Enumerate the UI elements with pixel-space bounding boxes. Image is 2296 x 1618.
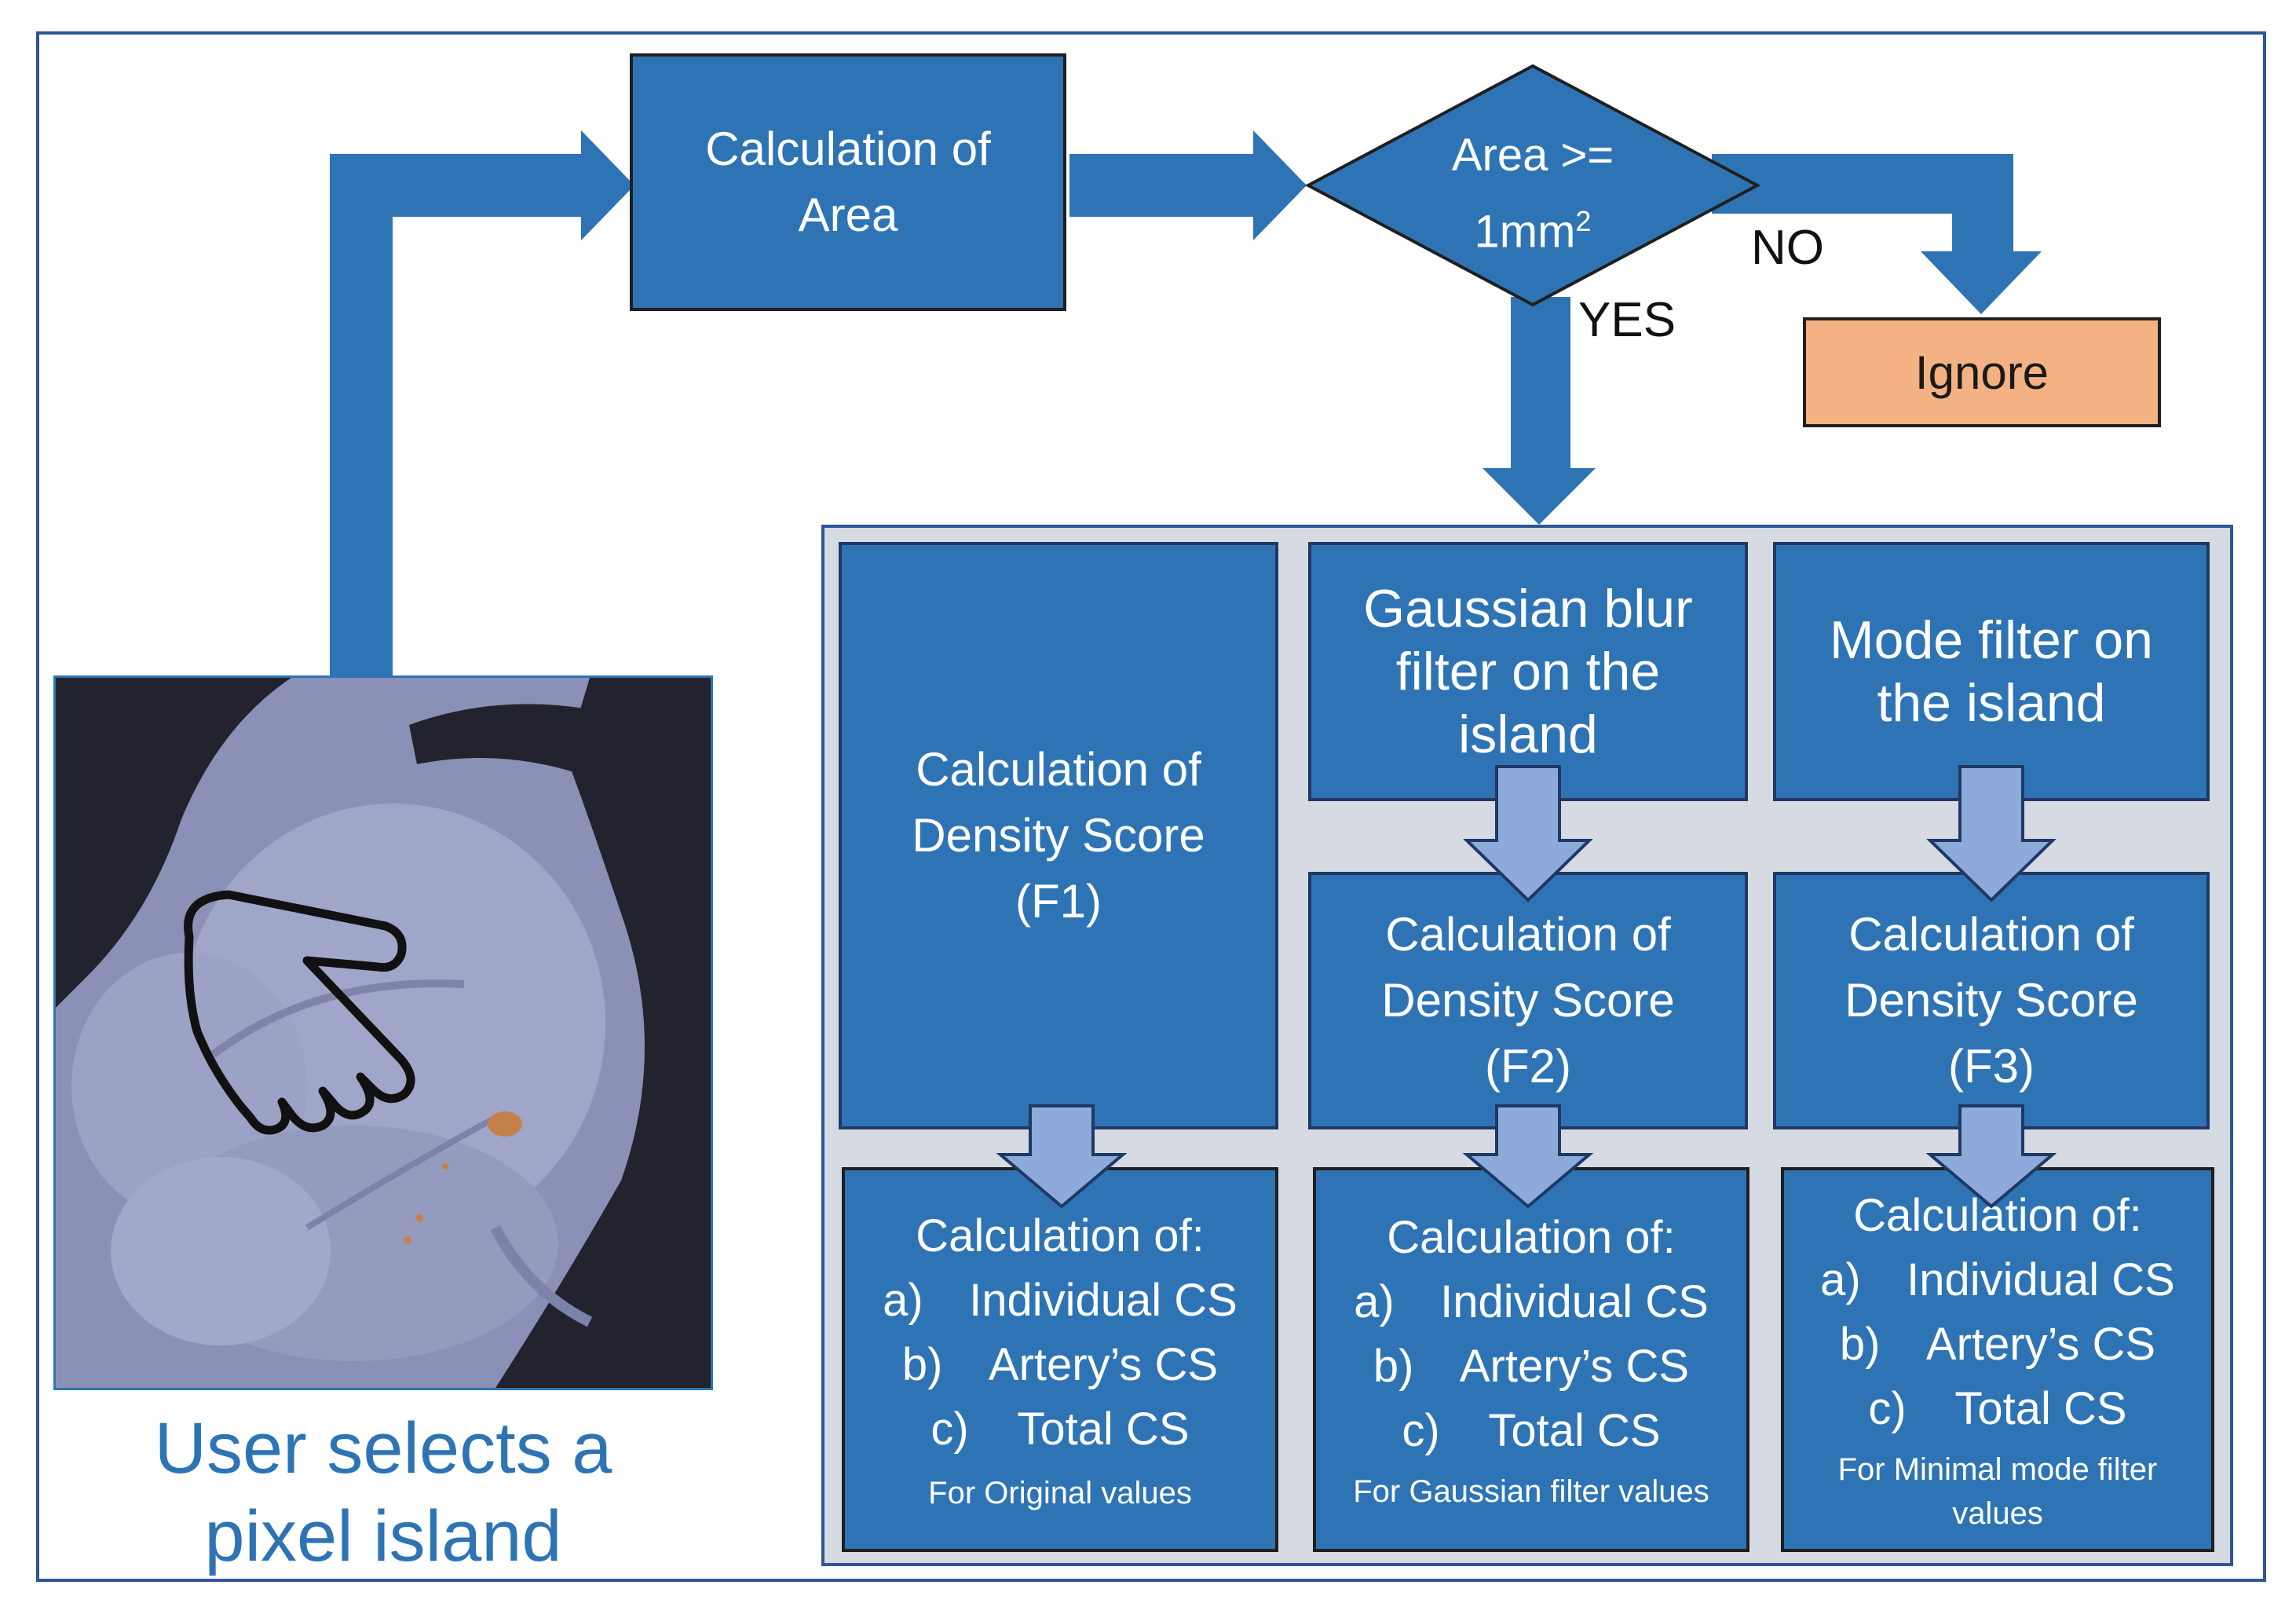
col3-filter-line-1: Mode filter on (1830, 610, 2153, 670)
arrow-up-shaft (330, 154, 393, 680)
col3-filter-line-2: the island (1877, 673, 2106, 733)
col1-cs-item-c: c) Total CS (883, 1397, 1238, 1462)
col3-cs-letter-a: a) (1820, 1254, 1861, 1305)
no-branch-head (1921, 251, 2042, 314)
col3-cs-item-c: c) Total CS (1820, 1377, 2175, 1441)
col1-cs-text-c: Total CS (1017, 1404, 1190, 1455)
col2-cs-item-a: a) Individual CS (1353, 1270, 1709, 1334)
col1-cs-title: Calculation of: (916, 1210, 1205, 1261)
caption-line-2: pixel island (204, 1496, 562, 1576)
col1-cs-text-b: Artery’s CS (988, 1339, 1219, 1390)
col3-cs-text-a: Individual CS (1907, 1254, 2175, 1305)
col2-score-line-1: Calculation of (1385, 908, 1671, 961)
col3-cs-note-line-2: values (1952, 1496, 2043, 1531)
col1-cs-text-a: Individual CS (969, 1275, 1238, 1326)
col1-cs-note: For Original values (928, 1476, 1192, 1510)
no-branch-down-shaft (1952, 154, 2013, 253)
decision-line-2: 1mm2 (1395, 189, 1671, 265)
decision-diamond (1304, 64, 1761, 307)
col1-cs-item-b: b) Artery’s CS (883, 1333, 1238, 1397)
caption: User selects a pixel island (53, 1404, 713, 1580)
col2-cs-text-b: Artery’s CS (1459, 1341, 1690, 1392)
col2-cs-item-b: b) Artery’s CS (1353, 1334, 1709, 1399)
col3-score-line-2: Density Score (1844, 974, 2138, 1027)
col3-filter-to-score-arrow (1926, 765, 2057, 902)
calc-area-line-1: Calculation of (705, 123, 991, 175)
arrow-to-area-shaft (330, 154, 589, 217)
calc-area-line-2: Area (798, 189, 898, 241)
col3-score-line-3: (F3) (1948, 1040, 2035, 1093)
col2-filter-line-1: Gaussian blur (1363, 579, 1693, 639)
outer-frame (36, 31, 2266, 1582)
col2-cs-text-c: Total CS (1488, 1405, 1661, 1456)
arrow-to-decision-head (1253, 130, 1307, 240)
col2-cs-title: Calculation of: (1387, 1212, 1676, 1263)
col3-filter-box: Mode filter on the island (1773, 542, 2210, 801)
col2-cs-box: Calculation of: a) Individual CS b) Artery… (1313, 1167, 1749, 1552)
col3-score-to-cs-arrow (1925, 1104, 2057, 1209)
col2-filter-line-2: filter on the (1395, 642, 1661, 701)
col1-cs-letter-a: a) (883, 1275, 923, 1326)
yes-branch-shaft (1511, 297, 1570, 471)
col3-score-line-1: Calculation of (1848, 908, 2134, 961)
col3-cs-box: Calculation of: a)Individual CS b)Artery… (1781, 1167, 2214, 1552)
col3-cs-text-c: Total CS (1954, 1383, 2127, 1434)
col1-cs-item-a: a) Individual CS (883, 1268, 1238, 1333)
col2-filter-to-score-arrow (1463, 765, 1593, 902)
arrow-to-area-head (581, 130, 634, 240)
col2-cs-letter-a: a) (1354, 1276, 1395, 1327)
yes-label: YES (1578, 293, 1676, 347)
yes-branch-head (1483, 468, 1596, 525)
ct-scan-graphic (56, 678, 711, 1388)
col1-score-to-cs-arrow (996, 1104, 1128, 1209)
calc-area-box: Calculation of Area (630, 53, 1066, 311)
col2-score-line-3: (F2) (1485, 1040, 1571, 1093)
caption-line-1: User selects a (154, 1408, 612, 1488)
col3-cs-letter-c: c) (1868, 1383, 1907, 1434)
col1-cs-box: Calculation of: a) Individual CS b) Artery… (842, 1167, 1278, 1552)
ct-image (53, 675, 713, 1390)
col3-cs-item-a: a) Individual CS (1820, 1248, 2175, 1312)
col1-score-box: Calculation of Density Score (F1) (839, 542, 1278, 1129)
col2-score-box: Calculation of Density Score (F2) (1308, 872, 1748, 1129)
arrow-to-decision-shaft (1069, 154, 1258, 217)
decision-text: Area >= 1mm2 (1395, 123, 1671, 265)
no-label: NO (1751, 221, 1824, 275)
col2-filter-line-3: island (1458, 705, 1598, 764)
ignore-box: Ignore (1803, 317, 2161, 427)
col2-cs-note: For Gaussian filter values (1353, 1474, 1709, 1509)
col1-cs-letter-c: c) (930, 1404, 969, 1455)
col2-cs-letter-b: b) (1373, 1341, 1414, 1392)
col3-cs-text-b: Artery’s CS (1925, 1319, 2156, 1370)
ignore-label: Ignore (1914, 346, 2049, 399)
col3-cs-letter-b: b) (1839, 1319, 1881, 1370)
col2-score-to-cs-arrow (1462, 1104, 1594, 1209)
col2-cs-text-a: Individual CS (1440, 1276, 1709, 1327)
col2-cs-letter-c: c) (1402, 1405, 1440, 1456)
col2-score-line-2: Density Score (1381, 974, 1675, 1027)
col1-score-line-3: (F1) (1015, 875, 1102, 928)
col3-score-box: Calculation of Density Score (F3) (1773, 872, 2210, 1129)
pointing-hand-icon (184, 890, 415, 1135)
col1-cs-letter-b: b) (901, 1339, 943, 1390)
decision-line-1: Area >= (1451, 130, 1614, 181)
col2-filter-box: Gaussian blur filter on the island (1308, 542, 1748, 801)
col3-cs-item-b: b) Artery’s CS (1820, 1312, 2175, 1377)
col3-cs-note-line-1: For Minimal mode filter (1837, 1452, 2158, 1487)
decision-unit: 1mm (1474, 206, 1576, 258)
col2-cs-item-c: c) Total CS (1353, 1399, 1709, 1463)
col1-score-line-2: Density Score (912, 809, 1205, 862)
decision-exponent: 2 (1575, 205, 1592, 237)
col1-score-line-1: Calculation of (916, 743, 1201, 796)
